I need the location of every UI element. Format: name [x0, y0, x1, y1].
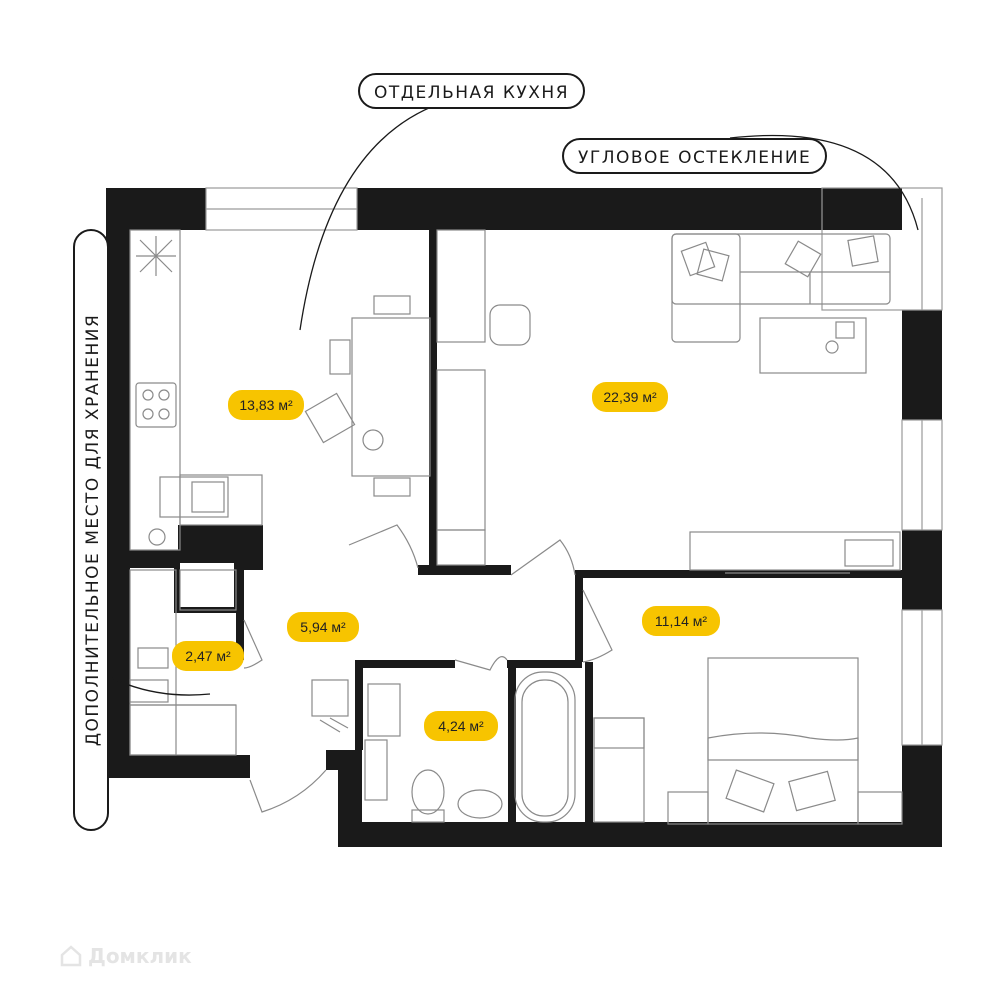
area-badge-hall: 5,94 м² [287, 612, 359, 642]
windows [205, 187, 943, 746]
kitchen-furniture [129, 229, 431, 551]
area-badge-kitchen: 13,83 м² [228, 390, 304, 420]
house-icon [60, 945, 82, 967]
doors [243, 524, 613, 813]
bedroom-furniture [593, 657, 903, 825]
callout-separate-kitchen: ОТДЕЛЬНАЯ КУХНЯ [358, 73, 585, 109]
callout-extra-storage: ДОПОЛНИТЕЛЬНОЕ МЕСТО ДЛЯ ХРАНЕНИЯ [73, 229, 109, 831]
callout-corner-glazing: УГЛОВОЕ ОСТЕКЛЕНИЕ [562, 138, 827, 174]
area-badge-bedroom: 11,14 м² [642, 606, 720, 636]
watermark-text: Домклик [88, 944, 192, 968]
area-badge-bathroom: 4,24 м² [424, 711, 498, 741]
walls [106, 188, 942, 847]
area-badge-living: 22,39 м² [592, 382, 668, 412]
area-badge-storage: 2,47 м² [172, 641, 244, 671]
bathroom-fixtures [364, 671, 576, 823]
watermark: Домклик [60, 944, 192, 968]
living-furniture [436, 229, 901, 574]
callout-lines [99, 97, 919, 696]
